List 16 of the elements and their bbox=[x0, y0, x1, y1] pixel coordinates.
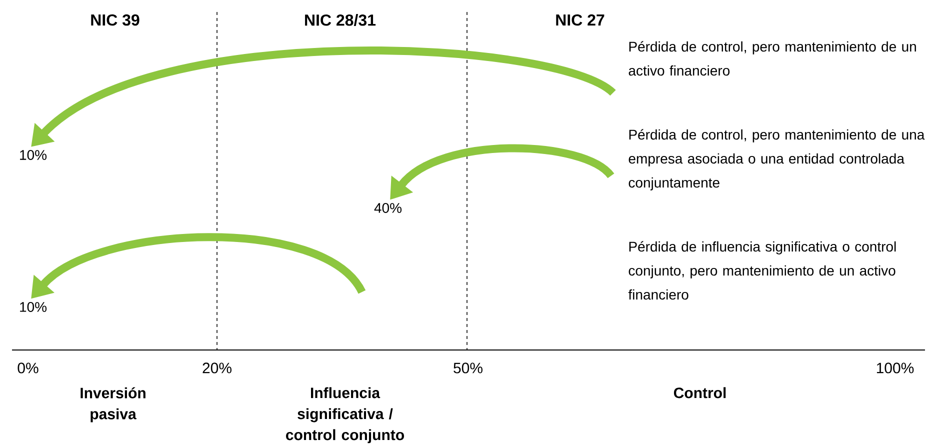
section-heading: NIC 28/31 bbox=[305, 14, 376, 26]
description-text: Pérdida de influencia significativa o control conjunto, pero mantenimiento de un activo financiero bbox=[628, 241, 896, 300]
category-label: Influencia significativa / control conjunto bbox=[286, 387, 404, 444]
tick-label: 100% bbox=[876, 362, 914, 374]
tick-label: 0% bbox=[18, 362, 38, 374]
section-heading: NIC 27 bbox=[556, 14, 604, 26]
percent-label: 10% bbox=[20, 302, 47, 312]
category-label: Control bbox=[674, 387, 726, 398]
description-text: Pérdida de control, pero mantenimiento de un activo financiero bbox=[628, 41, 916, 76]
percent-label: 10% bbox=[20, 150, 47, 160]
section-heading: NIC 39 bbox=[91, 14, 140, 26]
category-label: Inversión pasiva bbox=[80, 387, 146, 422]
tick-label: 50% bbox=[454, 362, 482, 374]
description-text: Pérdida de control, pero mantenimiento de una empresa asociada o una entidad controlada conjuntamente bbox=[628, 129, 925, 190]
percent-label: 40% bbox=[374, 203, 402, 213]
tick-label: 20% bbox=[202, 362, 232, 374]
